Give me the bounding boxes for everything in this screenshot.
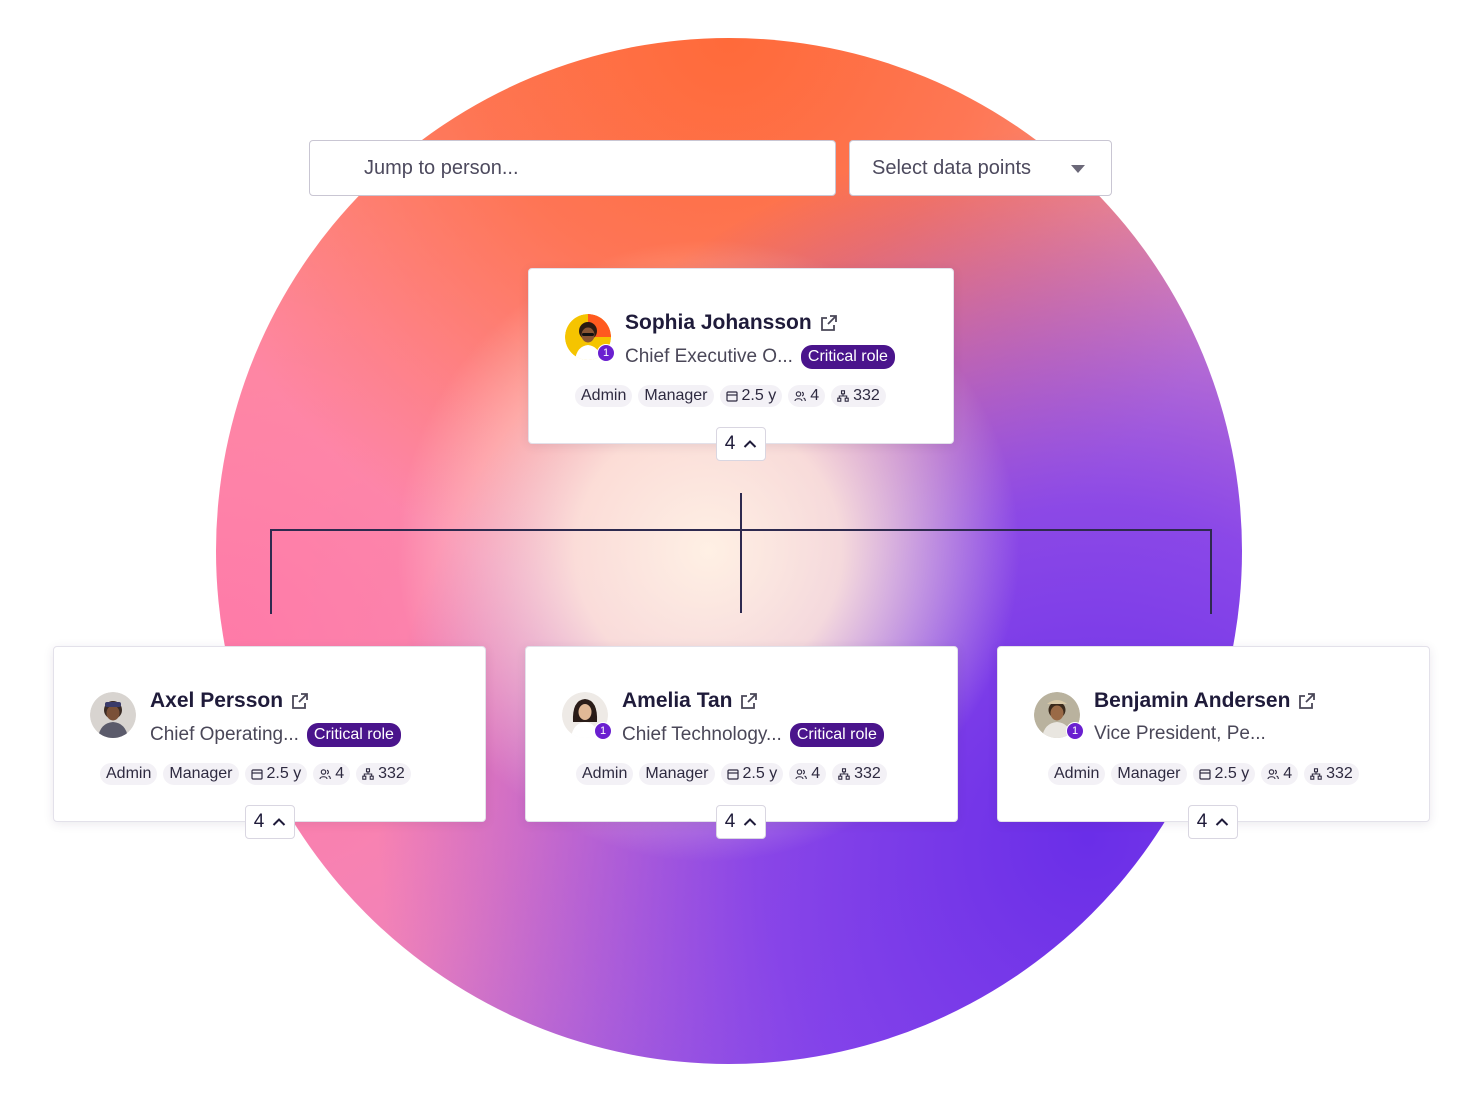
people-icon — [1267, 769, 1280, 780]
notification-badge: 1 — [597, 344, 615, 362]
person-title: Chief Executive O... — [625, 346, 793, 367]
manager-chip: Manager — [639, 763, 715, 785]
calendar-icon — [725, 391, 738, 402]
person-card-amelia[interactable]: 1 Amelia Tan Chief Technology... Critica… — [525, 646, 958, 822]
notification-badge: 1 — [1066, 722, 1084, 740]
avatar-photo — [90, 692, 136, 738]
select-data-points-label: Select data points — [872, 156, 1031, 179]
select-data-points-dropdown[interactable]: Select data points — [849, 140, 1112, 196]
direct-reports-chip: 4 — [1261, 763, 1299, 785]
expand-children-toggle[interactable]: 4 — [1188, 805, 1238, 839]
children-count: 4 — [1196, 811, 1208, 832]
admin-chip: Admin — [576, 763, 634, 785]
tenure-chip: 2.5 y — [1192, 763, 1256, 785]
direct-reports-chip: 4 — [789, 763, 827, 785]
avatar[interactable]: 1 — [565, 314, 615, 362]
caret-down-icon — [1071, 165, 1085, 173]
external-link-icon[interactable] — [291, 692, 309, 710]
connector-line — [1210, 529, 1212, 614]
direct-reports-chip: 4 — [788, 385, 826, 407]
org-tree-icon — [362, 768, 374, 780]
critical-role-badge: Critical role — [789, 723, 884, 747]
org-tree-icon — [837, 390, 849, 402]
org-size-chip: 332 — [356, 763, 411, 785]
people-icon — [795, 769, 808, 780]
notification-badge: 1 — [594, 722, 612, 740]
org-size-chip: 332 — [1304, 763, 1359, 785]
critical-role-badge: Critical role — [800, 345, 895, 369]
children-count: 4 — [724, 811, 736, 832]
external-link-icon[interactable] — [1298, 692, 1316, 710]
person-card-benjamin[interactable]: 1 Benjamin Andersen Vice President, Pe..… — [997, 646, 1430, 822]
search-input[interactable] — [362, 155, 835, 181]
chevron-up-icon — [1216, 818, 1229, 826]
expand-children-toggle[interactable]: 4 — [245, 805, 295, 839]
org-tree-icon — [1310, 768, 1322, 780]
person-title: Chief Operating... — [150, 724, 299, 745]
children-count: 4 — [253, 811, 265, 832]
connector-line — [740, 493, 742, 613]
admin-chip: Admin — [1048, 763, 1106, 785]
external-link-icon[interactable] — [740, 692, 758, 710]
tenure-chip: 2.5 y — [244, 763, 308, 785]
connector-line — [270, 529, 272, 614]
avatar[interactable]: 1 — [562, 692, 612, 740]
person-title: Vice President, Pe... — [1094, 723, 1266, 744]
manager-chip: Manager — [163, 763, 239, 785]
person-name: Amelia Tan — [622, 689, 733, 712]
chevron-up-icon — [273, 818, 286, 826]
avatar[interactable]: 1 — [1034, 692, 1084, 740]
avatar[interactable] — [90, 692, 136, 738]
people-icon — [319, 769, 332, 780]
org-size-chip: 332 — [831, 385, 886, 407]
chevron-up-icon — [744, 818, 757, 826]
tenure-chip: 2.5 y — [719, 385, 783, 407]
critical-role-badge: Critical role — [306, 723, 401, 747]
tenure-chip: 2.5 y — [720, 763, 784, 785]
calendar-icon — [1198, 769, 1211, 780]
connector-line — [270, 529, 1212, 531]
person-title: Chief Technology... — [622, 724, 782, 745]
external-link-icon[interactable] — [820, 314, 838, 332]
manager-chip: Manager — [1111, 763, 1187, 785]
manager-chip: Manager — [638, 385, 714, 407]
jump-to-person-search[interactable] — [309, 140, 836, 196]
person-name: Benjamin Andersen — [1094, 689, 1291, 712]
admin-chip: Admin — [100, 763, 158, 785]
background-gradient-orb — [216, 38, 1242, 1064]
calendar-icon — [726, 769, 739, 780]
expand-children-toggle[interactable]: 4 — [716, 427, 766, 461]
org-tree-icon — [838, 768, 850, 780]
person-name: Axel Persson — [150, 689, 284, 712]
calendar-icon — [250, 769, 263, 780]
children-count: 4 — [724, 433, 736, 454]
org-size-chip: 332 — [832, 763, 887, 785]
chevron-up-icon — [744, 440, 757, 448]
person-card-axel[interactable]: Axel Persson Chief Operating... Critical… — [53, 646, 486, 822]
person-name: Sophia Johansson — [625, 311, 812, 334]
expand-children-toggle[interactable]: 4 — [716, 805, 766, 839]
direct-reports-chip: 4 — [313, 763, 351, 785]
person-card-sophia[interactable]: 1 Sophia Johansson Chief Executive O... … — [528, 268, 954, 444]
admin-chip: Admin — [575, 385, 633, 407]
people-icon — [794, 391, 807, 402]
